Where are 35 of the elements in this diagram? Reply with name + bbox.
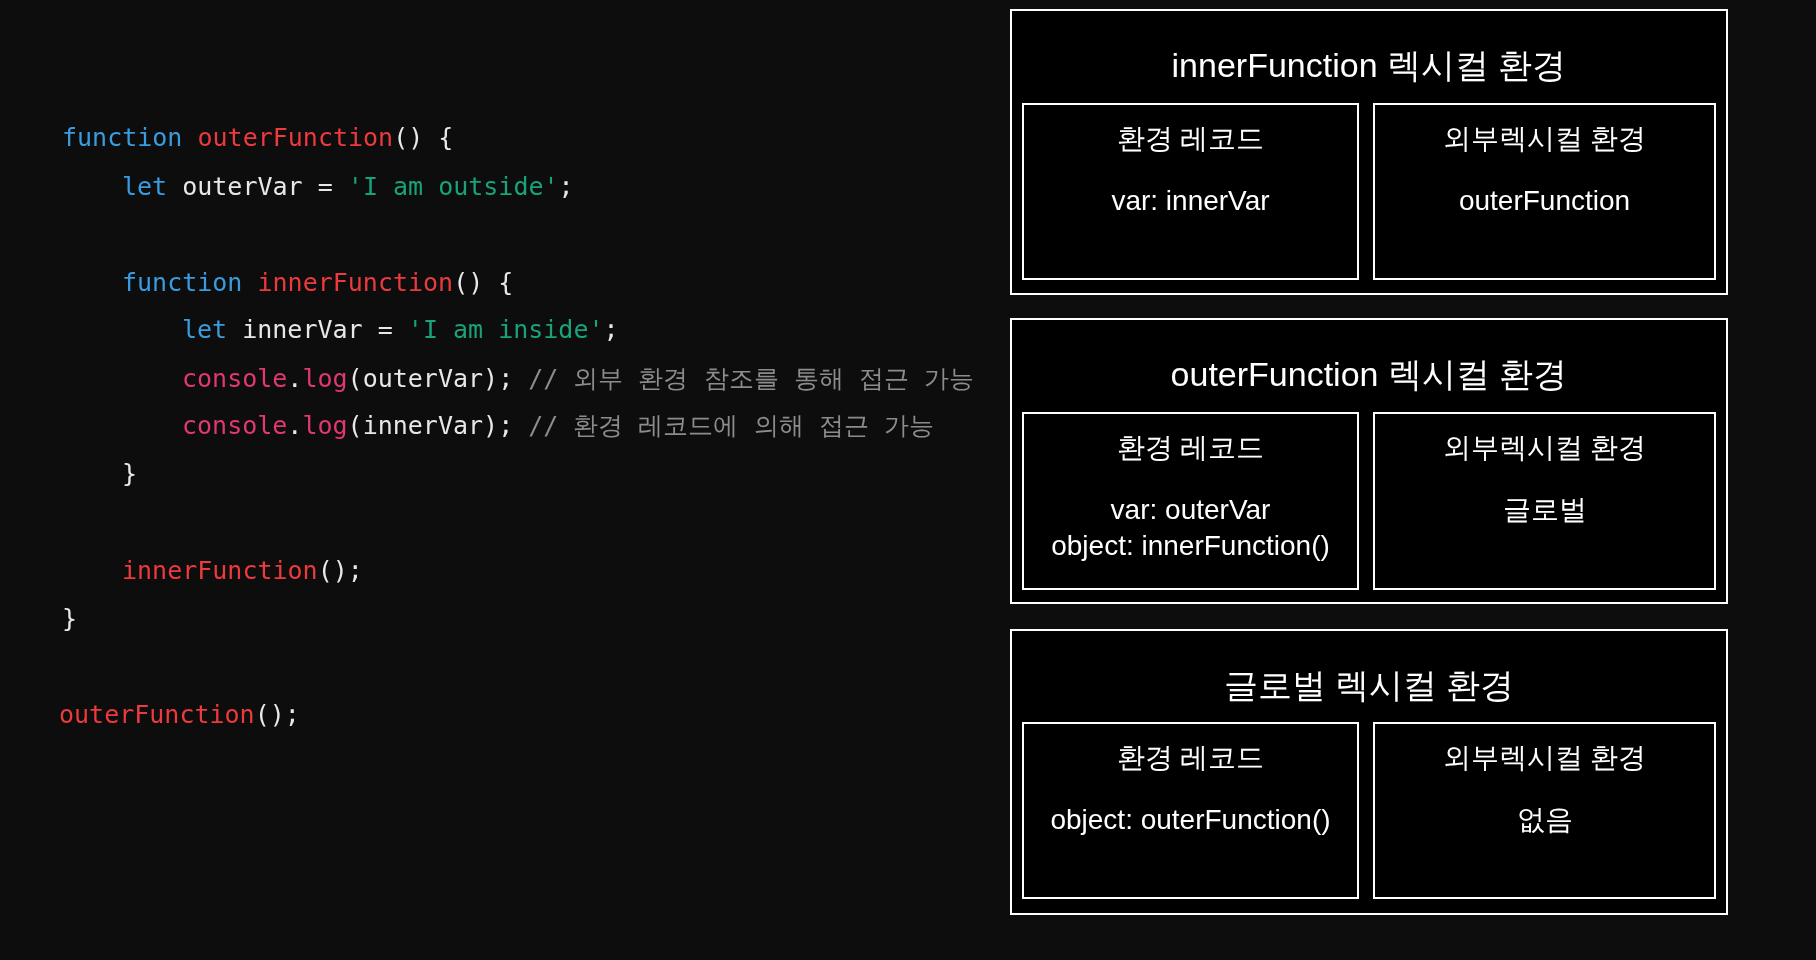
code-line: function innerFunction() { [122, 267, 514, 299]
code-line: } [122, 458, 138, 490]
record-box [1373, 412, 1716, 590]
environment-box [1010, 318, 1728, 604]
box-heading: 환경 레코드 [1116, 741, 1265, 775]
code-line: innerFunction(); [122, 555, 363, 587]
environment-title: 글로벌 렉시컬 환경 [1223, 665, 1515, 706]
box-value: object: outerFunction() [1050, 803, 1331, 837]
box-heading: 외부렉시컬 환경 [1442, 741, 1647, 775]
code-line: console.log(outerVar); // 외부 환경 참조를 통해 접근 가능 [182, 363, 974, 395]
record-box [1373, 722, 1716, 899]
code-line: let innerVar = 'I am inside'; [182, 314, 619, 346]
box-heading: 환경 레코드 [1116, 431, 1265, 465]
code-line: let outerVar = 'I am outside'; [122, 171, 574, 203]
environment-title: innerFunction 렉시컬 환경 [1171, 45, 1567, 86]
record-box [1022, 722, 1359, 899]
environment-box [1010, 629, 1728, 915]
box-heading: 외부렉시컬 환경 [1442, 122, 1647, 156]
record-box [1022, 103, 1359, 280]
environment-title: outerFunction 렉시컬 환경 [1170, 354, 1568, 395]
code-line: console.log(innerVar); // 환경 레코드에 의해 접근 가능 [182, 410, 934, 442]
box-value: 없음 [1516, 803, 1573, 837]
box-heading: 외부렉시컬 환경 [1442, 431, 1647, 465]
code-line: function outerFunction() { [62, 122, 454, 154]
record-box [1022, 412, 1359, 590]
box-heading: 환경 레코드 [1116, 122, 1265, 156]
box-value: outerFunction [1458, 184, 1631, 218]
box-value: 글로벌 [1502, 493, 1587, 527]
code-line: outerFunction(); [59, 699, 300, 731]
box-value: object: innerFunction() [1051, 529, 1330, 563]
box-value: var: innerVar [1111, 184, 1270, 218]
box-value: var: outerVar [1110, 493, 1271, 527]
code-line: } [62, 603, 78, 635]
record-box [1373, 103, 1716, 280]
environment-box [1010, 9, 1728, 295]
